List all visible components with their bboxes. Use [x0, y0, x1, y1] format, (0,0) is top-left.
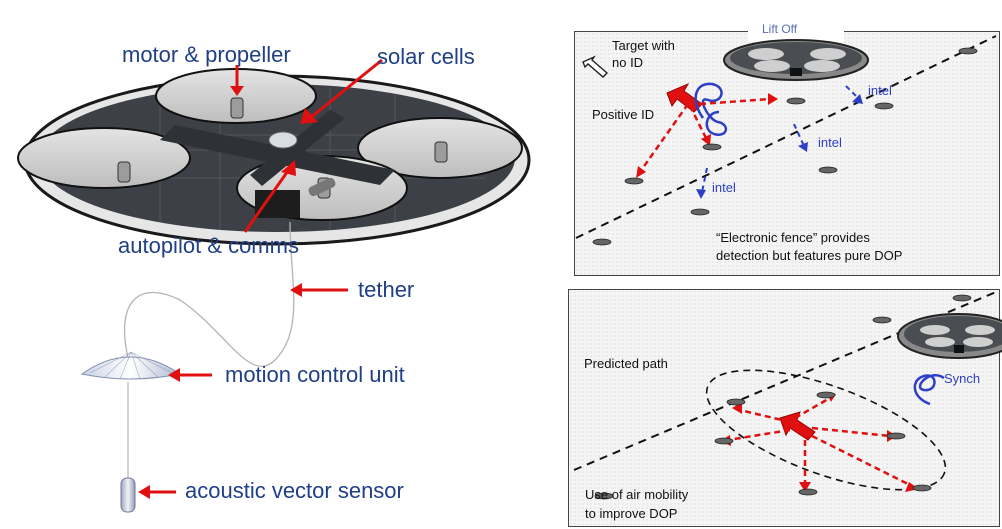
solar-cells-label: solar cells [377, 44, 475, 69]
synch-label: Synch [944, 371, 981, 386]
electronic-fence-caption-2: detection but features pure DOP [716, 248, 903, 263]
target-no-id-label-1: Target with [612, 38, 675, 53]
motor-propeller-label: motor & propeller [122, 42, 291, 67]
air-mobility-caption-2: to improve DOP [585, 506, 678, 521]
intel-label-1: intel [868, 83, 892, 98]
autopilot-comms-label: autopilot & comms [118, 233, 299, 258]
tether-label: tether [358, 277, 415, 302]
air-mobility-caption-1: Use of air mobility [585, 487, 689, 502]
lift-off-tab: Lift Off [762, 22, 798, 36]
predicted-path-label: Predicted path [584, 356, 668, 371]
motion-control-unit-label: motion control unit [225, 362, 405, 387]
intel-label-3: intel [712, 180, 736, 195]
target-no-id-label-2: no ID [612, 55, 644, 70]
positive-id-label: Positive ID [592, 107, 655, 122]
acoustic-vector-sensor-label: acoustic vector sensor [185, 478, 404, 503]
lift-off-panel [574, 31, 1000, 276]
drone-illustration [17, 58, 531, 513]
electronic-fence-caption-1: “Electronic fence” provides [716, 230, 870, 245]
intel-label-2: intel [818, 135, 842, 150]
